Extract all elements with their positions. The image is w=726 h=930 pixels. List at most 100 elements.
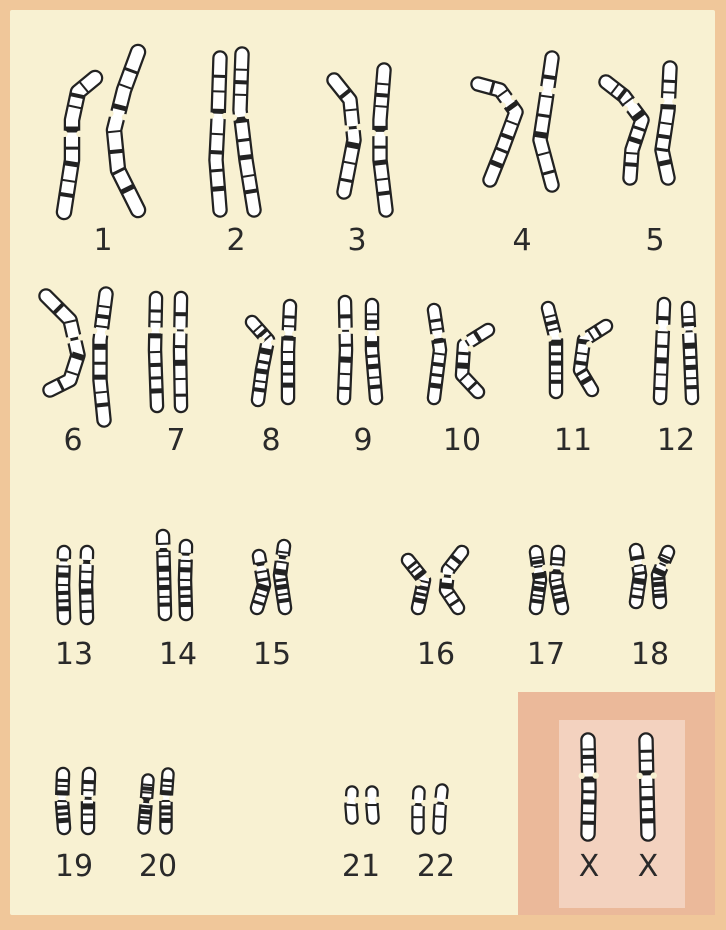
pair-label-16: 16	[417, 637, 455, 672]
chromosome-band	[532, 561, 543, 563]
centromere-notch	[546, 335, 552, 341]
chromosome-6a	[46, 296, 84, 390]
chromosome-band	[97, 316, 109, 318]
centromere-notch	[499, 102, 505, 108]
chromosome-band	[72, 354, 83, 358]
centromere-notch	[551, 88, 557, 94]
chromosome-8a	[252, 322, 277, 400]
chromosome-band	[430, 385, 441, 386]
centromere-notch	[176, 553, 182, 559]
chromosome-22b	[432, 790, 450, 828]
chromosome-band	[552, 558, 563, 559]
chromosome-band	[140, 817, 150, 818]
chromosome-10b	[457, 330, 488, 392]
chromosome-22a	[409, 792, 427, 828]
chromosome-band	[143, 784, 153, 785]
centromere-notch	[67, 559, 73, 565]
pair-label-5: 5	[645, 223, 664, 258]
chromosome-body	[418, 792, 419, 828]
chromosome-x-2	[637, 740, 657, 834]
chromosome-8b	[279, 306, 298, 398]
chromosome-band	[71, 94, 84, 97]
pair-label-14: 14	[159, 637, 197, 672]
chromosome-11a	[545, 308, 565, 392]
centromere-notch	[415, 580, 421, 586]
chromosome-band	[162, 785, 172, 786]
chromosome-band	[653, 578, 664, 579]
chromosome-band	[434, 353, 445, 354]
chromosome-body	[100, 294, 106, 420]
chromosome-band	[140, 822, 150, 823]
centromere-notch	[672, 98, 678, 104]
centromere-notch	[222, 113, 228, 119]
centromere-notch	[78, 795, 84, 801]
chromosome-band	[258, 586, 269, 589]
pair-label-17: 17	[527, 637, 565, 672]
chromosome-band	[555, 599, 566, 601]
centromere-notch	[641, 559, 647, 565]
chromosome-7b	[171, 298, 190, 406]
centromere-notch	[558, 332, 564, 338]
chromosome-12a	[653, 304, 672, 398]
centromere-notch	[409, 799, 415, 805]
centromere-notch	[167, 544, 173, 550]
centromere-notch	[154, 545, 160, 551]
chromosome-4a	[478, 82, 518, 180]
centromere-notch	[547, 565, 553, 571]
chromosome-18b	[653, 552, 672, 602]
centromere-notch	[279, 330, 285, 336]
chromosome-band	[376, 179, 388, 180]
chromosome-1a	[60, 78, 95, 212]
pair-label-18: 18	[631, 637, 669, 672]
chromosome-band	[140, 811, 150, 812]
chromosome-body	[439, 790, 442, 828]
chromosome-band	[684, 346, 695, 347]
chromosome-band	[683, 317, 694, 318]
centromere-notch	[149, 799, 155, 805]
chromosome-band	[532, 601, 543, 603]
centromere-notch	[441, 332, 447, 338]
centromere-notch	[77, 559, 83, 565]
centromere-notch	[157, 795, 163, 801]
chromosome-20b	[157, 774, 175, 828]
chromosome-band	[533, 588, 544, 590]
chromosome-band	[211, 134, 223, 135]
centromere-notch	[61, 131, 67, 137]
chromosome-band	[431, 374, 442, 375]
centromere-notch	[64, 337, 70, 343]
centromere-notch	[184, 327, 190, 333]
chromosome-4b	[535, 58, 558, 185]
centromere-notch	[349, 327, 355, 333]
pair-label-8: 8	[261, 423, 280, 458]
chromosome-16a	[408, 560, 432, 608]
centromere-notch	[579, 773, 585, 779]
chromosome-band	[258, 361, 269, 363]
chromosome-15a	[251, 556, 270, 608]
chromosome-band	[211, 170, 223, 171]
centromere-notch	[679, 328, 685, 334]
chromosome-band	[367, 356, 378, 357]
pair-label-19: 19	[55, 849, 93, 884]
chromosome-band	[162, 792, 172, 793]
chromosome-band	[275, 579, 286, 581]
chromosome-band	[345, 109, 357, 110]
centromere-notch	[421, 800, 427, 806]
pair-label-21: 21	[342, 849, 380, 884]
chromosome-14a	[154, 536, 173, 614]
centromere-notch	[65, 795, 71, 801]
centromere-notch	[666, 325, 672, 331]
chromosome-band	[275, 571, 286, 573]
pair-label-22: 22	[417, 849, 455, 884]
chromosome-band	[414, 599, 425, 601]
centromere-notch	[159, 327, 165, 333]
chromosome-band	[142, 792, 152, 793]
chromosome-band	[60, 194, 73, 196]
chromosome-band	[210, 152, 222, 153]
chromosome-body	[380, 70, 386, 210]
chromosome-band	[256, 371, 267, 372]
chromosome-band	[57, 807, 68, 808]
centromere-notch	[375, 797, 381, 803]
chromosome-band	[278, 600, 289, 602]
centromere-notch	[258, 337, 264, 343]
